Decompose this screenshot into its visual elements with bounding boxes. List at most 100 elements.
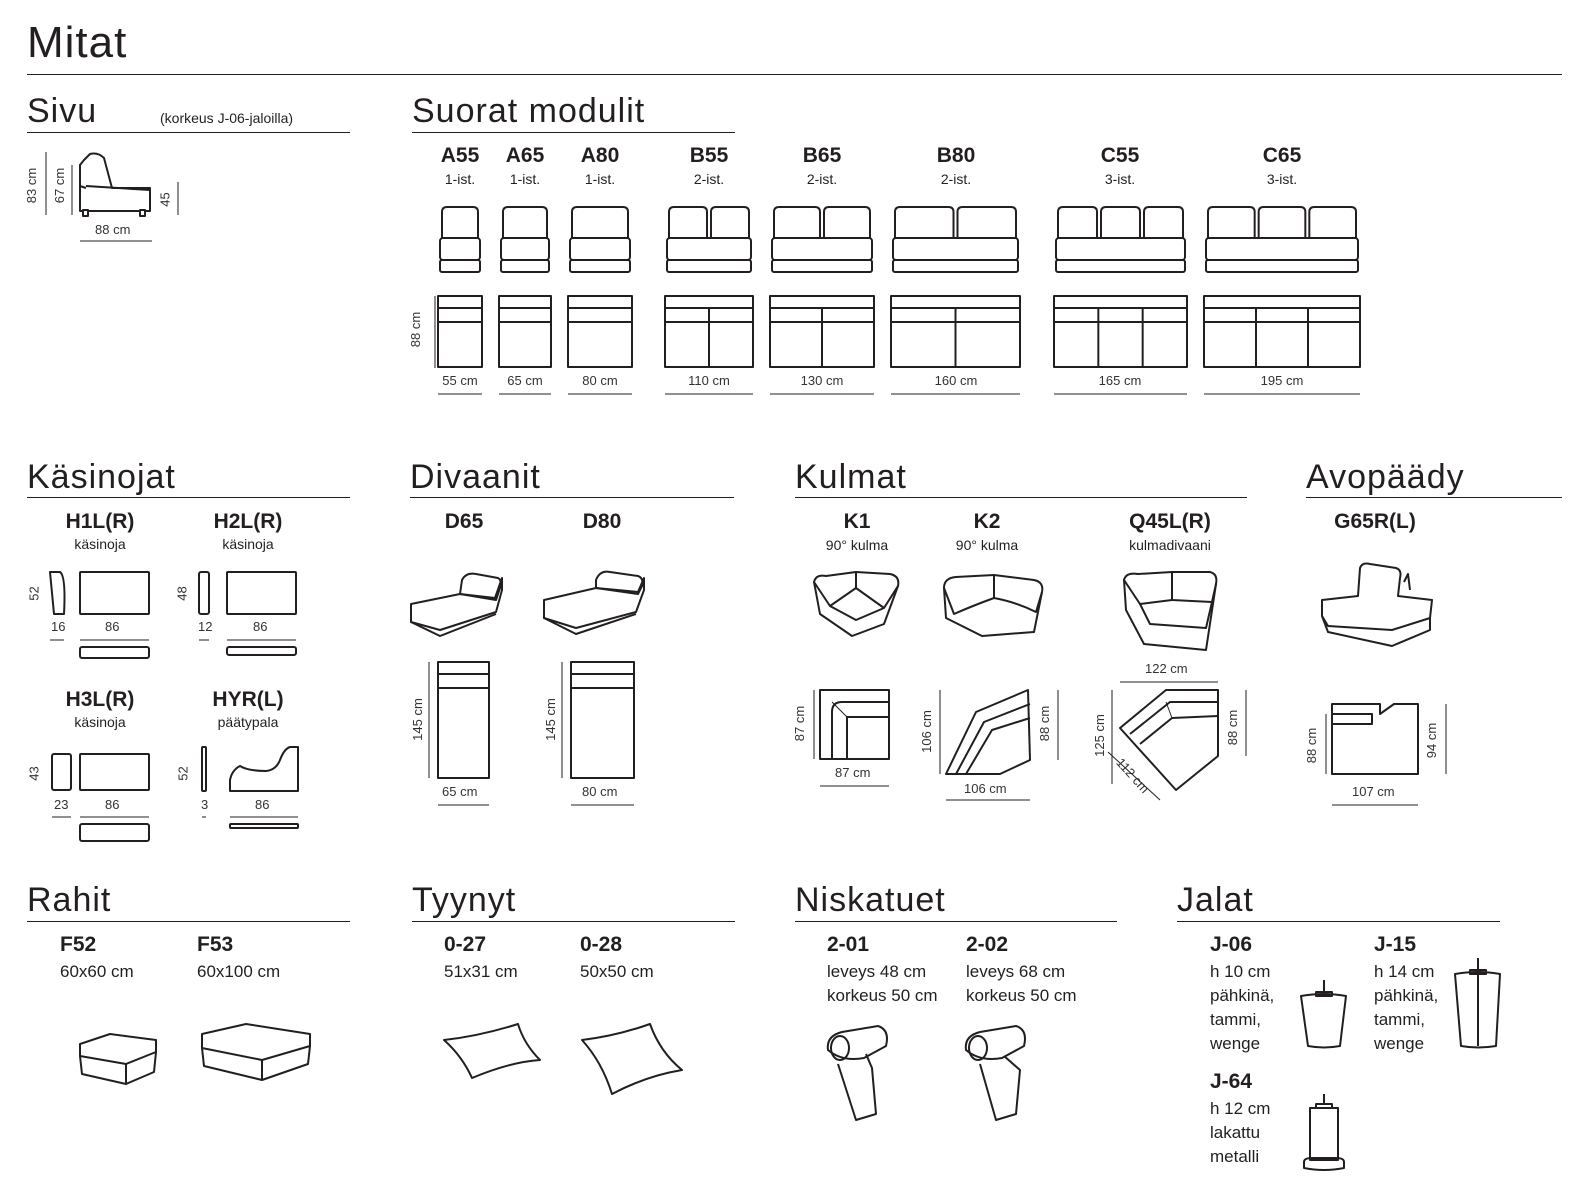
module-back-cushion	[1308, 206, 1357, 238]
module-code: C65	[1262, 144, 1302, 167]
corner-drawings	[813, 571, 1247, 801]
corner-top-width: 122 cm	[1145, 661, 1188, 676]
module-seats: 2-ist.	[940, 171, 972, 187]
module-back-cushion	[441, 206, 479, 238]
armrest-height: 43	[26, 766, 42, 781]
module-code: B65	[802, 144, 842, 167]
open-end-width: 107 cm	[1352, 784, 1395, 799]
corner-height: 87 cm	[792, 705, 808, 742]
section-title-tyynyt: Tyynyt	[412, 881, 517, 919]
module-seat	[500, 237, 550, 261]
leg-code: J-15	[1374, 933, 1417, 956]
pillow-code: 0-28	[580, 933, 623, 956]
armrest-height: 52	[26, 586, 42, 601]
sivu-depth: 88 cm	[95, 222, 131, 237]
module-back-cushion	[668, 206, 708, 238]
corner-width: 87 cm	[835, 765, 871, 780]
section-title-kasinojat: Käsinojat	[27, 458, 176, 496]
tyynyt-rule	[412, 921, 735, 922]
module-seat	[569, 237, 631, 261]
module-seats: 1-ist.	[584, 171, 616, 187]
section-title-kulmat: Kulmat	[795, 458, 907, 496]
module-base	[666, 259, 752, 273]
leg-line: h 10 cm	[1210, 962, 1271, 981]
module-back-cushion	[956, 206, 1017, 238]
module-code: A65	[505, 144, 545, 167]
ottoman-code: F52	[60, 933, 97, 956]
module-width: 80 cm	[582, 373, 618, 388]
armrest-width: 12	[198, 619, 213, 634]
ottoman-code: F53	[197, 933, 234, 956]
module-width: 55 cm	[442, 373, 478, 388]
armrest-depth: 86	[255, 797, 270, 812]
divan-drawings	[410, 570, 645, 806]
niskatuet-rule	[795, 921, 1117, 922]
open-end-drawings	[1321, 562, 1447, 806]
leg-line: h 12 cm	[1210, 1099, 1271, 1118]
module-back-cushion	[773, 206, 821, 238]
module-seats: 3-ist.	[1104, 171, 1136, 187]
divan-code: D65	[444, 510, 484, 533]
corner-code: K1	[843, 510, 871, 533]
module-back-cushion	[894, 206, 955, 238]
module-width: 165 cm	[1098, 373, 1142, 388]
divan-length: 145 cm	[542, 698, 558, 741]
divan-code: D80	[582, 510, 622, 533]
headrest-code: 2-01	[827, 933, 870, 956]
divan-length: 145 cm	[409, 698, 425, 741]
armrest-desc: päätypala	[217, 714, 279, 730]
module-back-cushion	[1057, 206, 1098, 238]
armrest-height: 48	[174, 586, 190, 601]
module-base	[439, 259, 481, 273]
headrest-height: korkeus 50 cm	[966, 986, 1077, 1005]
leg-line: h 14 cm	[1374, 962, 1435, 981]
module-code: C55	[1100, 144, 1140, 167]
leg-code: J-06	[1210, 933, 1253, 956]
module-top-view	[498, 295, 552, 368]
armrest-desc: käsinoja	[74, 536, 126, 552]
armrest-code: HYR(L)	[212, 688, 284, 711]
armrest-code: H1L(R)	[65, 510, 135, 533]
sivu-height-total: 83 cm	[24, 167, 40, 204]
divan-width: 80 cm	[582, 784, 618, 799]
module-width: 160 cm	[934, 373, 978, 388]
corner-width: 106 cm	[964, 781, 1007, 796]
leg-line: tammi,	[1210, 1010, 1261, 1029]
open-end-height-2: 94 cm	[1424, 722, 1440, 759]
sivu-height-back: 67 cm	[52, 167, 68, 204]
page-title: Mitat	[27, 18, 128, 67]
armrest-depth: 86	[105, 619, 120, 634]
suorat-depth-line	[434, 296, 436, 368]
corner-diagonal: 112 cm	[1113, 754, 1153, 797]
section-title-niskatuet: Niskatuet	[795, 881, 946, 919]
jalat-rule	[1177, 921, 1500, 922]
rahit-rule	[27, 921, 350, 922]
armrest-desc: käsinoja	[74, 714, 126, 730]
section-title-sivu: Sivu	[27, 92, 98, 130]
corner-desc: 90° kulma	[955, 537, 1019, 553]
pillow-drawings	[443, 1023, 683, 1095]
ottoman-drawings	[79, 1023, 311, 1085]
divaanit-rule	[410, 497, 734, 498]
module-base	[500, 259, 550, 273]
ottoman-size: 60x100 cm	[197, 962, 281, 981]
corner-code: K2	[973, 510, 1001, 533]
corner-code: Q45L(R)	[1129, 510, 1211, 533]
armrest-desc: käsinoja	[222, 536, 274, 552]
armrest-code: H3L(R)	[65, 688, 135, 711]
leg-line: lakattu	[1210, 1123, 1261, 1142]
module-code: A80	[580, 144, 620, 167]
headrest-height: korkeus 50 cm	[827, 986, 938, 1005]
leg-line: wenge	[1374, 1034, 1425, 1053]
headrest-drawings	[826, 1025, 1026, 1121]
kasinojat-rule	[27, 497, 350, 498]
module-code: B80	[936, 144, 976, 167]
module-base	[1205, 259, 1359, 273]
module-back-cushion	[823, 206, 871, 238]
suorat-rule	[412, 132, 735, 133]
leg-line: metalli	[1210, 1147, 1260, 1166]
module-back-cushion	[502, 206, 548, 238]
module-width: 110 cm	[688, 373, 730, 388]
module-back-cushion	[1207, 206, 1256, 238]
section-title-rahit: Rahit	[27, 881, 112, 919]
